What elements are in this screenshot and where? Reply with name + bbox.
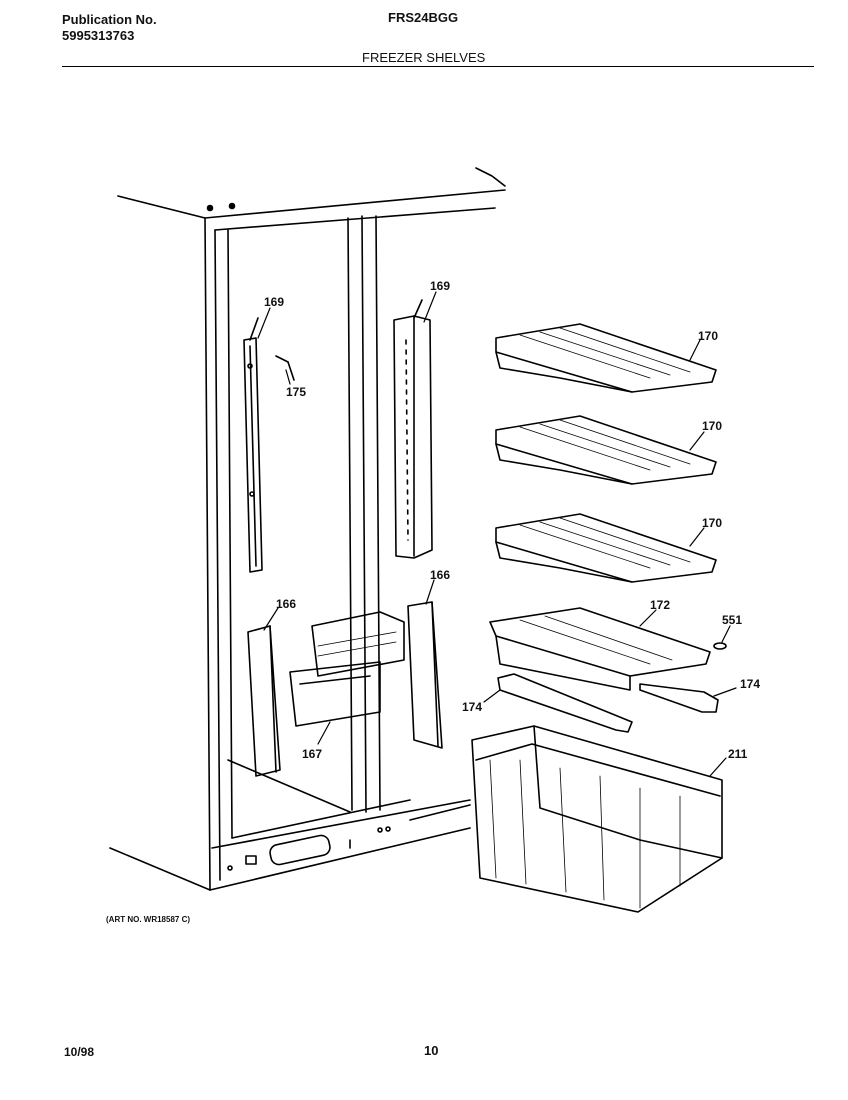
part-label-slide-left: 174 (462, 700, 482, 714)
shelf-rail-right (393, 299, 433, 559)
footer-date: 10/98 (64, 1045, 95, 1059)
part-label-shelf-3: 170 (702, 516, 722, 530)
slide-rail-right (639, 683, 719, 713)
wire-shelf-middle (495, 415, 717, 485)
screw (275, 355, 295, 381)
part-label-screw: 175 (286, 385, 306, 399)
part-label-basket: 211 (728, 747, 748, 761)
part-label-clip: 551 (722, 613, 742, 627)
wire-shelf-slide-out (489, 607, 711, 691)
divider-cover-right (407, 601, 443, 749)
publication-label: Publication No. (62, 12, 157, 27)
wire-shelf-top (495, 323, 717, 393)
wire-shelf-lower (495, 513, 717, 583)
part-label-shelf-2: 170 (702, 419, 722, 433)
freezer-cabinet (109, 167, 506, 891)
shelf-clip (713, 642, 727, 650)
divider-cover-left (247, 625, 281, 777)
header-rule (62, 66, 814, 67)
part-label-rail-left: 169 (264, 295, 284, 309)
publication-number: 5995313763 (62, 28, 135, 43)
part-label-shelf-4: 172 (650, 598, 670, 612)
art-number: (ART NO. WR18587 C) (106, 915, 190, 924)
slide-rail-left (497, 673, 633, 733)
part-label-cover-right: 166 (430, 568, 450, 582)
shelf-rail-left (243, 317, 263, 573)
part-label-rail-right: 169 (430, 279, 450, 293)
freezer-basket (471, 725, 723, 913)
page-number: 10 (424, 1043, 439, 1058)
section-title: FREEZER SHELVES (362, 50, 486, 65)
part-label-duct: 167 (302, 747, 322, 761)
part-label-cover-left: 166 (276, 597, 296, 611)
part-label-slide-right: 174 (740, 677, 760, 691)
air-duct-assembly (289, 611, 405, 727)
part-label-shelf-1: 170 (698, 329, 718, 343)
model-number: FRS24BGG (388, 10, 459, 25)
